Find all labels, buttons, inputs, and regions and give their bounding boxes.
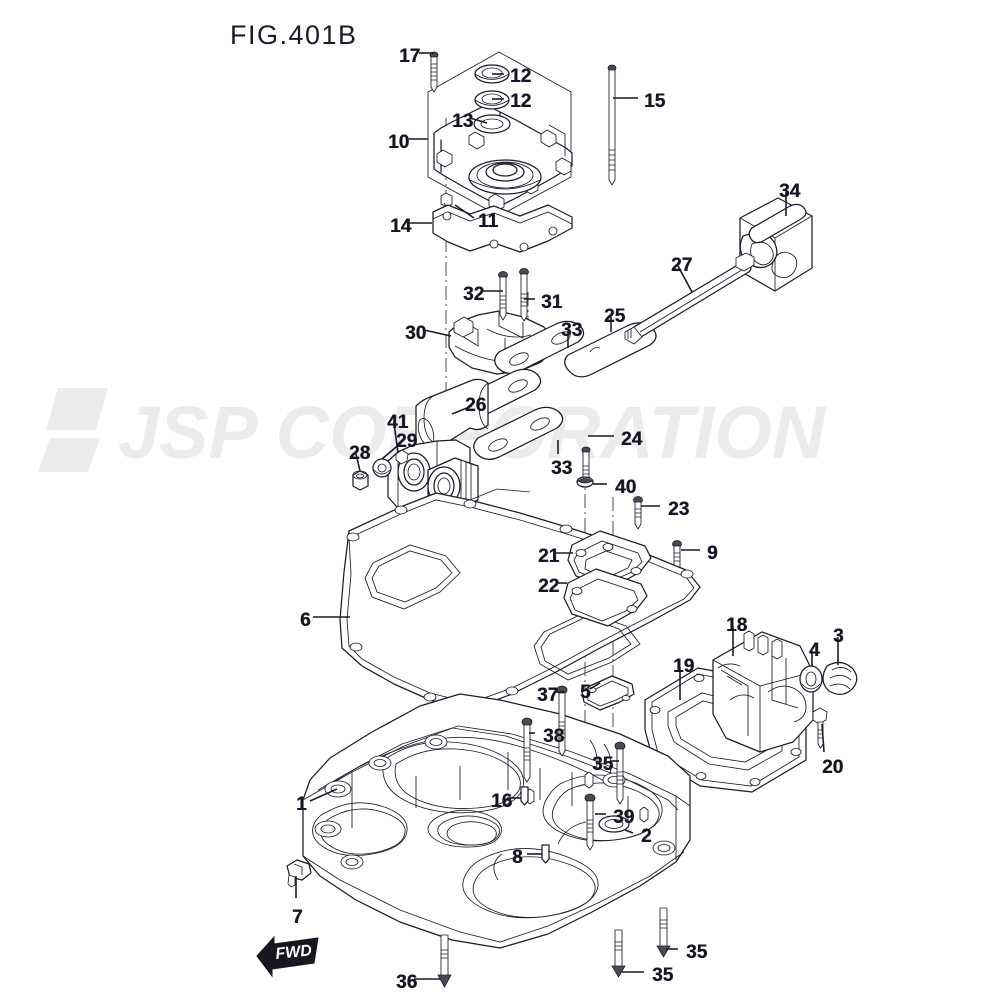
callout-33: 33: [551, 458, 573, 479]
callout-17: 17: [399, 46, 421, 67]
callout-40: 40: [615, 477, 637, 498]
callout-13: 13: [452, 111, 474, 132]
callout-36: 36: [396, 972, 418, 993]
callout-24: 24: [621, 429, 643, 450]
part-20-bolt: [812, 707, 828, 749]
callout-2: 2: [641, 826, 652, 847]
part-41-bearing-housing: [387, 439, 479, 517]
callout-9: 9: [707, 543, 718, 564]
page-title: FIG.401B: [230, 20, 358, 50]
fwd-direction-marker: FWD: [256, 935, 319, 978]
part-22-thermostat-gasket: [563, 568, 648, 627]
part-6-crankcase-gasket: [339, 488, 701, 711]
callout-1: 1: [296, 794, 307, 815]
part-32-bolt: [498, 271, 508, 321]
callout-6: 6: [300, 610, 311, 631]
leader-lines: [295, 52, 839, 980]
callout-37: 37: [537, 685, 559, 706]
callout-27: 27: [671, 255, 693, 276]
part-35-bolt-c: [611, 929, 626, 978]
callout-8: 8: [512, 847, 523, 868]
callout-21: 21: [538, 546, 560, 567]
callout-22: 22: [538, 576, 560, 597]
part-34-mount-bracket: [739, 197, 813, 292]
part-36-bolt: [437, 934, 452, 988]
part-40-plug: [576, 476, 594, 488]
callout-16: 16: [491, 791, 513, 812]
callout-15: 15: [644, 91, 666, 112]
part-16-dowel-pin: [520, 786, 529, 806]
callout-23: 23: [668, 499, 690, 520]
part-31-bolt: [519, 268, 529, 322]
part-23-bolt: [633, 496, 643, 530]
fwd-label: FWD: [275, 942, 313, 963]
callout-28: 28: [349, 443, 371, 464]
part-1-crankcase: [286, 675, 691, 949]
part-37-bolt: [556, 685, 568, 757]
part-28-nut: [352, 470, 369, 491]
part-8-dowel-pin: [541, 844, 550, 864]
callout-33: 33: [561, 320, 583, 341]
part-13-o-ring: [473, 114, 511, 134]
callout-29: 29: [396, 431, 418, 452]
part-38-bolt: [521, 717, 533, 783]
callout-10: 10: [388, 132, 410, 153]
callout-18: 18: [726, 615, 748, 636]
callout-35: 35: [686, 942, 708, 963]
part-33-gasket-c: [473, 406, 564, 461]
callout-39: 39: [613, 807, 635, 828]
part-39-bolt: [584, 793, 596, 851]
callout-35: 35: [652, 965, 674, 986]
part-7-drain-plug: [286, 859, 312, 888]
callout-3: 3: [833, 626, 844, 647]
part-17-bolt: [429, 51, 439, 93]
part-26-cylinder-sleeve: [415, 378, 489, 454]
callout-30: 30: [405, 323, 427, 344]
part-12-oil-seals: [474, 64, 510, 110]
part-18-exhaust-cover: [712, 630, 814, 753]
callout-38: 38: [543, 726, 565, 747]
callout-5: 5: [580, 682, 591, 703]
callout-20: 20: [822, 757, 844, 778]
callout-32: 32: [463, 284, 485, 305]
part-3-grommet-cap: [822, 661, 858, 695]
callout-31: 31: [541, 292, 563, 313]
callout-14: 14: [390, 216, 412, 237]
part-10-head-cover: [427, 51, 573, 217]
callout-7: 7: [292, 907, 303, 928]
callout-34: 34: [779, 181, 801, 202]
callout-12: 12: [510, 66, 532, 87]
callout-41: 41: [387, 412, 409, 433]
part-27-shift-rod: [624, 252, 755, 345]
part-4-o-ring: [799, 665, 823, 693]
callout-35: 35: [592, 754, 614, 775]
part-29-washer: [372, 458, 392, 478]
part-15-bolt-long: [607, 64, 617, 186]
part-14-cover-gasket: [432, 204, 573, 253]
callout-12: 12: [510, 91, 532, 112]
part-33-gasket-a: [494, 320, 585, 375]
part-35-bolt-a: [614, 741, 626, 805]
callout-19: 19: [673, 656, 695, 677]
part-2-seal-ring: [598, 815, 630, 833]
callout-25: 25: [604, 306, 626, 327]
callout-11: 11: [478, 211, 499, 232]
callout-4: 4: [809, 640, 820, 661]
callout-26: 26: [465, 395, 487, 416]
